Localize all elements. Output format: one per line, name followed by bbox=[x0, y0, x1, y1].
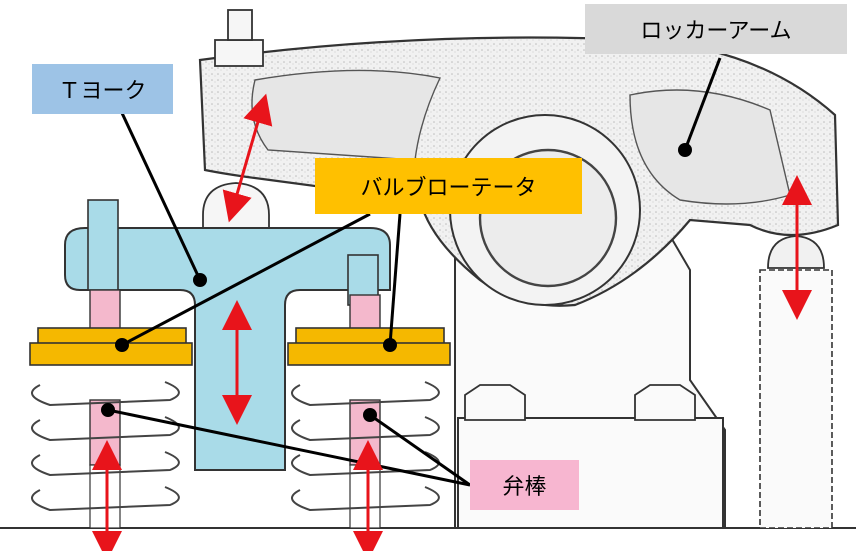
valve-rotator-label: バルブローテータ bbox=[315, 158, 582, 214]
leader-rotator-left bbox=[121, 212, 371, 347]
valve-stem-label-text: 弁棒 bbox=[502, 475, 547, 500]
rocker-arm-label-text: ロッカーアーム bbox=[640, 19, 792, 44]
dot-stem-right bbox=[363, 408, 377, 422]
motion-arrows bbox=[92, 93, 812, 551]
valve-rotator-label-text: バルブローテータ bbox=[360, 176, 537, 201]
dot-yoke bbox=[193, 273, 207, 287]
leader-stem-right bbox=[369, 413, 471, 487]
dot-rotator-left bbox=[115, 338, 129, 352]
dot-rotator-right bbox=[383, 338, 397, 352]
t-yoke-label-text: Ｔヨーク bbox=[58, 79, 147, 104]
leader-dots bbox=[101, 143, 692, 422]
valve-stem-label: 弁棒 bbox=[470, 460, 579, 510]
valve-rotator-right bbox=[287, 327, 451, 366]
leader-rotator-right bbox=[388, 213, 402, 346]
valve-rotator-left bbox=[29, 327, 193, 366]
leader-stem-left bbox=[107, 408, 471, 487]
dot-stem-left bbox=[101, 403, 115, 417]
leader-rocker bbox=[683, 57, 722, 151]
t-yoke-label: Ｔヨーク bbox=[32, 64, 173, 114]
leader-lines bbox=[107, 57, 722, 487]
leader-yoke bbox=[120, 112, 202, 281]
dot-rocker bbox=[678, 143, 692, 157]
rocker-arm-label: ロッカーアーム bbox=[585, 4, 847, 54]
arrow-rocker-left bbox=[222, 93, 273, 223]
